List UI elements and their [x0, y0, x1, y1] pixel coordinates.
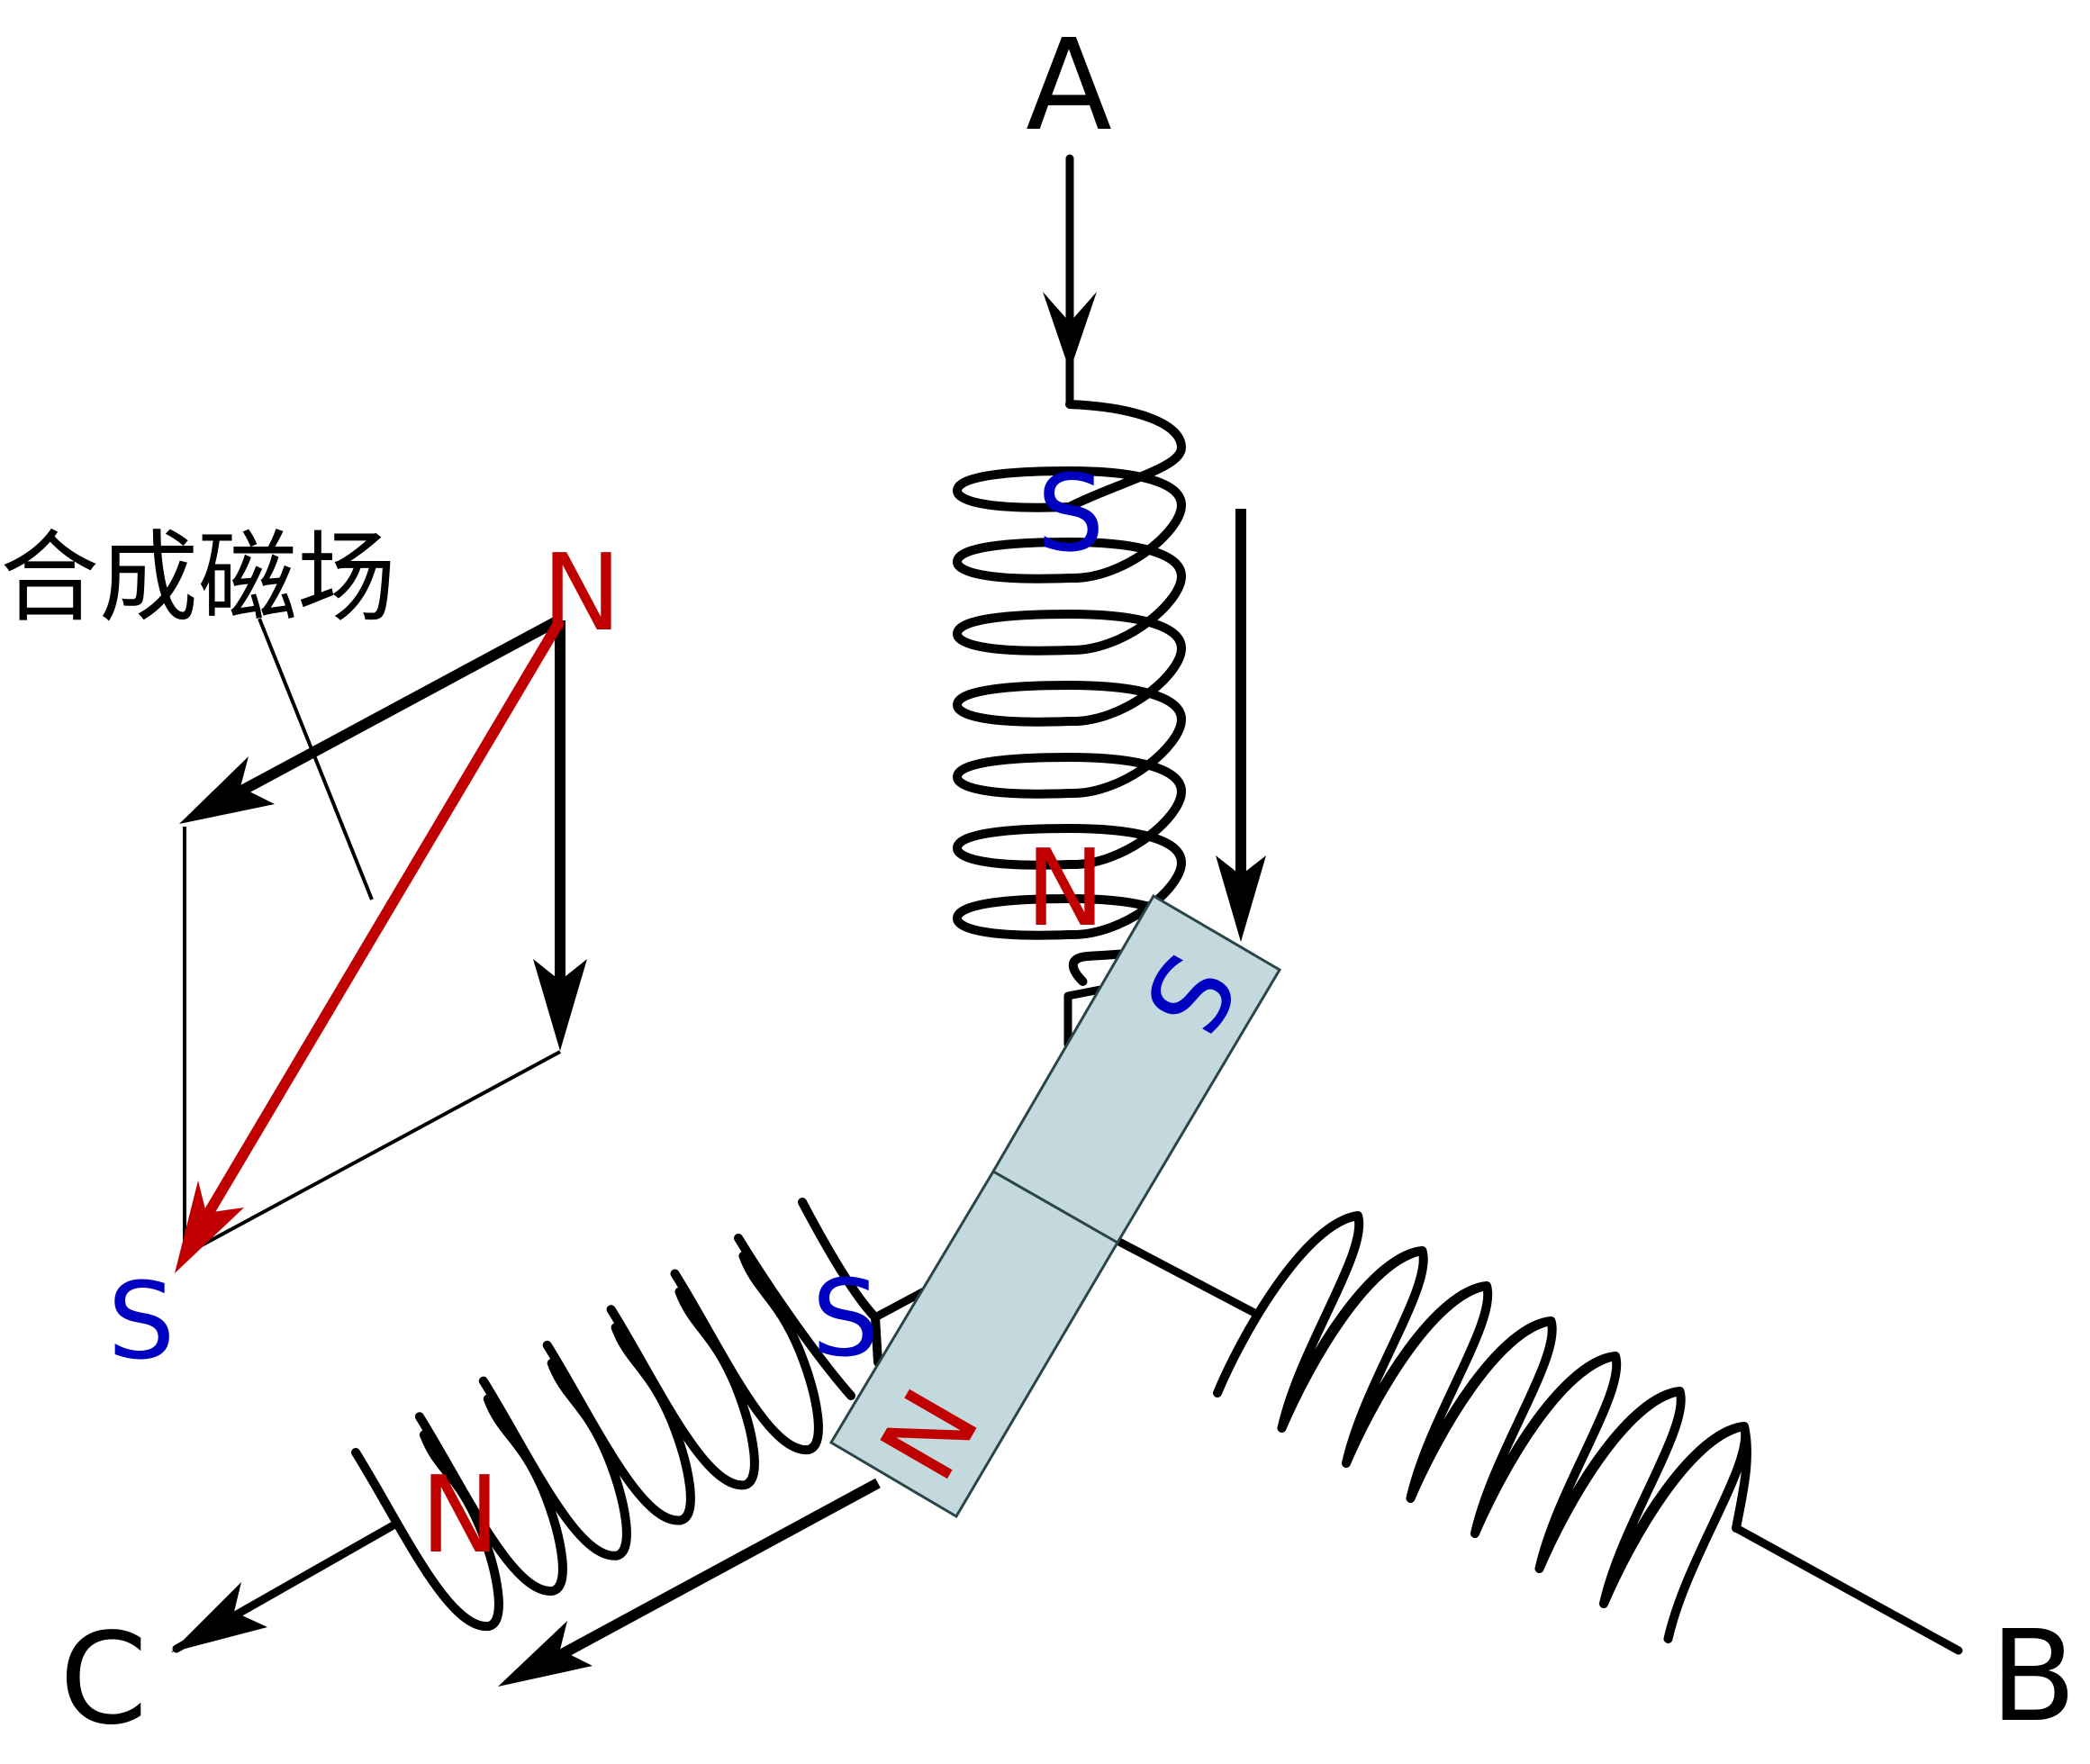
coil-c-north-label: N	[421, 1452, 500, 1577]
parallelogram-bottom-edge	[199, 1050, 561, 1248]
coil-a-north-label: N	[1026, 826, 1105, 950]
resultant-south-label: S	[108, 1259, 176, 1383]
resultant-field-label: 合成磁场	[0, 520, 396, 636]
resultant-field-vector-diagram: 合成磁场 N S	[0, 520, 621, 1383]
coil-c-field-arrowhead	[498, 1621, 593, 1687]
coil-c-field-arrow-shaft	[538, 1478, 881, 1671]
coil-b-outer-lead	[1732, 1524, 1963, 1655]
coil-c-winding	[351, 1198, 882, 1632]
resultant-vector	[191, 617, 565, 1237]
resultant-north-label: N	[542, 530, 621, 655]
terminal-c-label: C	[59, 1606, 148, 1753]
resultant-vector-head	[175, 1181, 244, 1273]
coil-a-field-arrowhead	[1216, 855, 1266, 942]
coil-b-inner-lead	[1113, 1236, 1262, 1319]
terminal-a-label: A	[1026, 13, 1112, 159]
coil-c-south-label: S	[812, 1256, 880, 1380]
coil-a-field-arrow	[1216, 509, 1266, 942]
label-leader-line	[258, 618, 374, 900]
coil-a-inner-lead	[1063, 985, 1105, 1049]
component-vector-diagonal-head	[179, 756, 275, 824]
terminal-b-label: B	[1990, 1604, 2076, 1750]
coil-c-field-arrow	[498, 1478, 881, 1687]
component-vector-diagonal	[222, 615, 561, 805]
coil-b	[1113, 1211, 1963, 1655]
terminal-a-arrowhead	[1043, 292, 1097, 371]
magnet-north-half	[828, 1169, 1120, 1519]
component-vector-vertical-head	[533, 959, 587, 1051]
coil-a-south-label: S	[1037, 451, 1105, 575]
terminal-c-arrowhead	[171, 1582, 267, 1652]
coil-b-winding	[1213, 1211, 1751, 1643]
rotor-magnet: S N	[828, 893, 1282, 1519]
coil-c	[171, 1198, 932, 1653]
